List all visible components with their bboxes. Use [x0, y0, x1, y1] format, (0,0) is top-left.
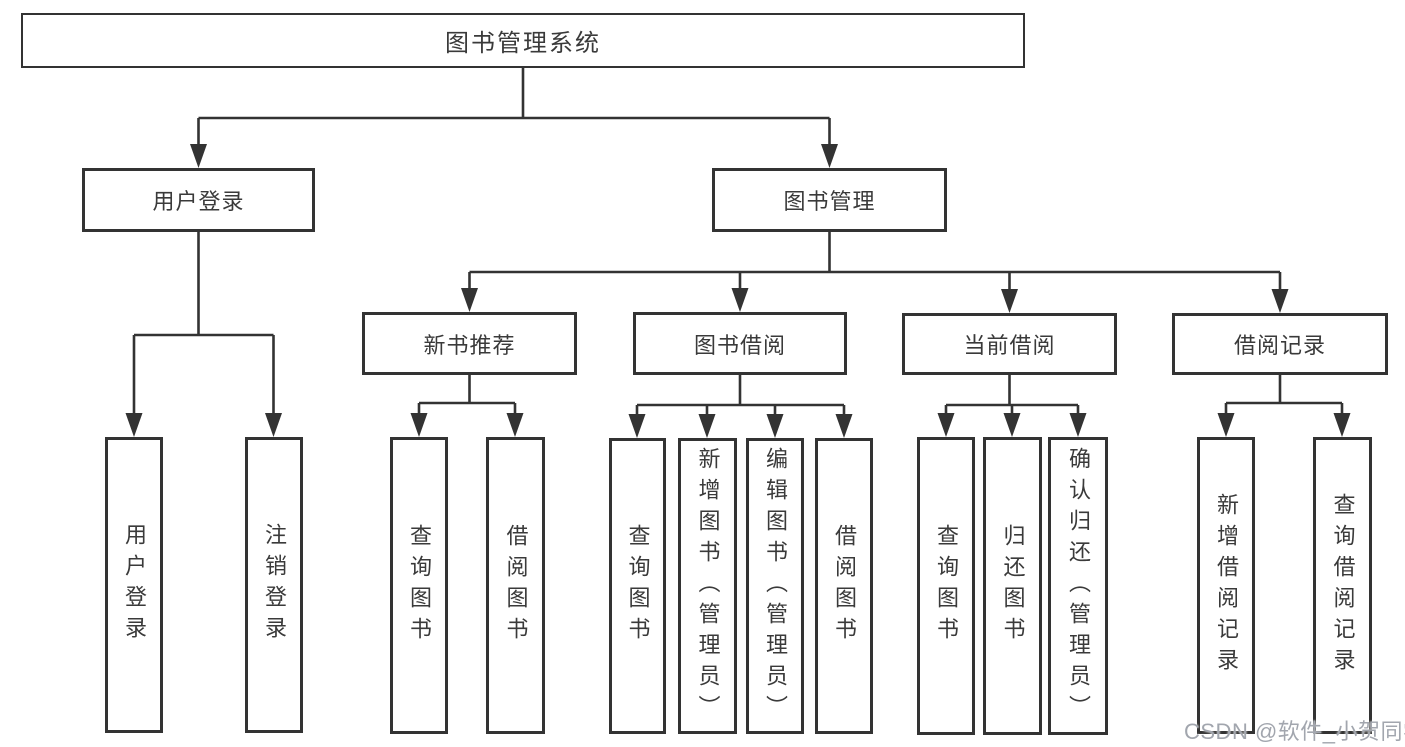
node-library-management-system: 图书管理系统 [21, 13, 1025, 68]
node-label: 借阅图书 [832, 524, 857, 648]
node-label: 借阅图书 [503, 523, 529, 648]
connector-book-mgmt-children [468, 232, 1282, 291]
leaf-borrow-books-borrowing: 借阅图书 [815, 438, 873, 734]
leaf-confirm-return-admin: 确认归还（管理员） [1048, 437, 1108, 735]
node-new-book-recommendation: 新书推荐 [362, 312, 577, 375]
node-label: 图书管理系统 [445, 30, 601, 57]
leaf-return-books: 归还图书 [983, 437, 1042, 735]
node-label: 注销登录 [262, 523, 287, 647]
leaf-user-login: 用户登录 [105, 437, 163, 733]
node-label: 新增借阅记录 [1214, 492, 1239, 679]
node-label: 图书借阅 [693, 332, 786, 358]
node-label: 查询图书 [934, 524, 959, 648]
node-label: 借阅记录 [1233, 333, 1326, 358]
node-label: 新书推荐 [423, 332, 516, 358]
connector-borrow-records-children [1224, 375, 1344, 415]
node-book-borrowing: 图书借阅 [633, 312, 847, 375]
watermark: CSDN @软件_小贺同学 [1184, 719, 1405, 744]
node-label: 新增图书（管理员） [695, 446, 721, 726]
connector-current-borrow-children [944, 375, 1080, 415]
leaf-query-books-recommendation: 查询图书 [390, 437, 448, 734]
leaf-logout: 注销登录 [245, 437, 303, 733]
node-label: 编辑图书（管理员） [763, 446, 788, 726]
node-current-borrowing: 当前借阅 [902, 313, 1117, 375]
node-label: 查询图书 [407, 523, 432, 648]
node-label: 确认归还（管理员） [1066, 446, 1091, 726]
node-borrowing-records: 借阅记录 [1172, 313, 1388, 375]
leaf-add-borrow-record: 新增借阅记录 [1197, 437, 1255, 734]
leaf-query-borrow-record: 查询借阅记录 [1313, 437, 1372, 734]
leaf-edit-books-admin: 编辑图书（管理员） [746, 438, 804, 734]
leaf-query-books-current: 查询图书 [917, 437, 975, 735]
node-label: 用户登录 [152, 189, 245, 214]
connector-book-borrow-children [635, 375, 846, 416]
node-label: 用户登录 [122, 523, 147, 647]
leaf-borrow-books-recommendation: 借阅图书 [486, 437, 545, 734]
leaf-add-books-admin: 新增图书（管理员） [678, 438, 737, 734]
node-label: 查询图书 [625, 524, 651, 648]
leaf-query-books-borrowing: 查询图书 [609, 438, 666, 734]
connector-root-to-level2 [197, 68, 831, 146]
node-book-management: 图书管理 [712, 168, 947, 232]
node-user-login: 用户登录 [82, 168, 315, 232]
node-label: 当前借阅 [963, 333, 1056, 358]
connector-user-login-children [132, 232, 275, 415]
connector-new-book-rec-children [417, 375, 517, 415]
node-label: 查询借阅记录 [1330, 492, 1356, 679]
node-label: 图书管理 [783, 189, 876, 214]
node-label: 归还图书 [1000, 524, 1026, 648]
arrowheads [125, 144, 1351, 438]
